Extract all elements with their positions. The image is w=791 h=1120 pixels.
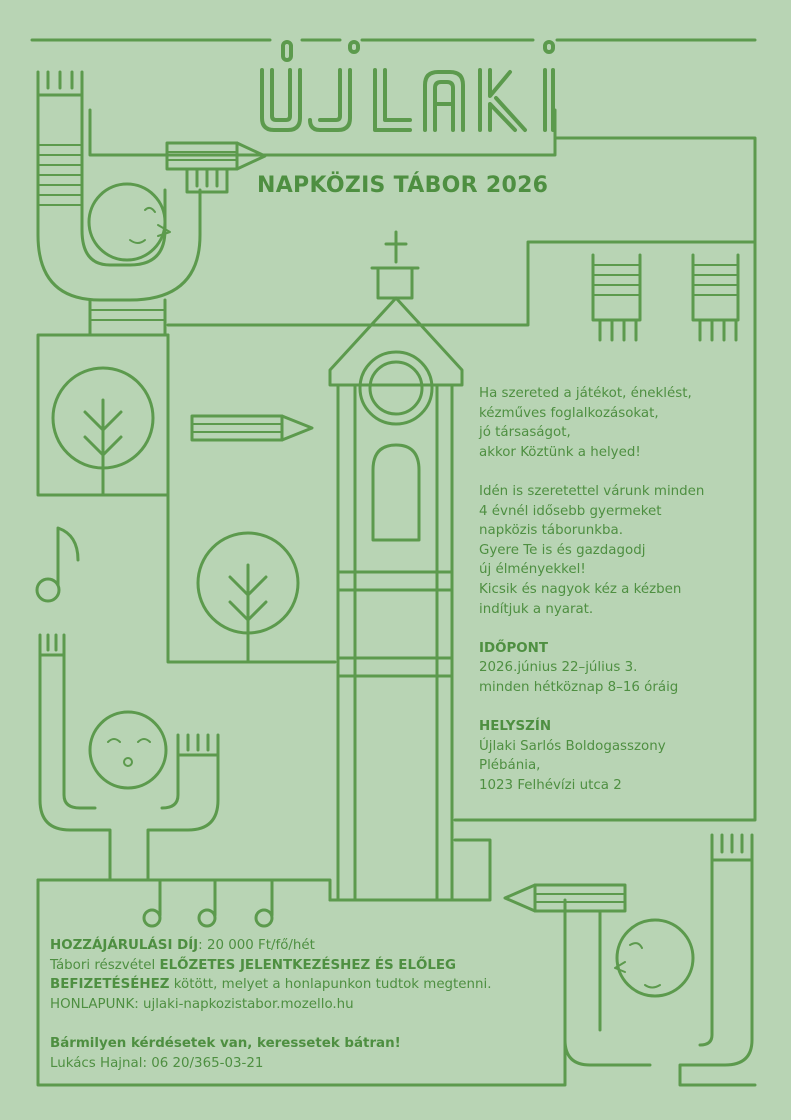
music-note-icon xyxy=(35,526,80,603)
fee-section: HOZZÁJÁRULÁSI DÍJ: 20 000 Ft/fő/hét Tábo… xyxy=(50,936,570,1014)
payment-text: kötött, melyet a honlapunkon tudtok megt… xyxy=(169,977,492,993)
intro-line: Ha szereted a játékot, éneklést, xyxy=(479,386,692,401)
registration-text: Tábori részvétel xyxy=(50,957,160,973)
child-figure-top-left xyxy=(36,70,229,337)
fee-line: HOZZÁJÁRULÁSI DÍJ: 20 000 Ft/fő/hét xyxy=(50,936,570,956)
pencil-icon xyxy=(165,141,267,171)
tree-icon-2 xyxy=(196,531,300,662)
welcome-line: Kicsik és nagyok kéz a kézben xyxy=(479,581,682,597)
child-figure-bottom-right xyxy=(503,833,757,1087)
logo-lettering xyxy=(260,40,555,132)
welcome-line: indítjuk a nyarat. xyxy=(479,601,594,617)
contact-person: Lukács Hajnal: 06 20/365-03-21 xyxy=(50,1055,264,1071)
fee-value: : 20 000 Ft/fő/hét xyxy=(198,938,315,953)
time-heading: IDŐPONT xyxy=(479,640,549,656)
welcome-line: 4 évnél idősebb gyermeket xyxy=(479,503,662,519)
time-line: minden hétköznap 8–16 óráig xyxy=(479,679,679,695)
place-line: Plébánia, xyxy=(479,758,541,774)
hanging-figures xyxy=(591,253,740,342)
registration-line: Tábori részvétel ELŐZETES JELENTKEZÉSHEZ… xyxy=(50,956,570,976)
intro-line: kézműves foglalkozásokat, xyxy=(479,405,659,421)
welcome-paragraph: Idén is szeretettel várunk minden 4 évné… xyxy=(479,482,754,619)
welcome-line: napközis táborunkba. xyxy=(479,523,623,539)
music-notes-row xyxy=(142,878,274,928)
time-section: IDŐPONT 2026.június 22–július 3. minden … xyxy=(479,639,754,698)
event-subtitle: NAPKÖZIS TÁBOR 2026 xyxy=(257,173,549,198)
tree-icon xyxy=(51,366,155,497)
website-line: HONLAPUNK: ujlaki-napkozistabor.mozello.… xyxy=(50,996,354,1012)
pencil-icon-middle xyxy=(190,414,314,442)
registration-bold: ELŐZETES JELENTKEZÉSHEZ ÉS ELŐLEG xyxy=(159,957,457,973)
place-line: Újlaki Sarlós Boldogasszony xyxy=(479,738,666,754)
welcome-line: Idén is szeretettel várunk minden xyxy=(479,483,705,499)
payment-line: BEFIZETÉSÉHEZ kötött, melyet a honlapunk… xyxy=(50,975,570,995)
place-line: 1023 Felhévízi utca 2 xyxy=(479,777,622,793)
contact-prompt: Bármilyen kérdésetek van, keressetek bát… xyxy=(50,1035,401,1051)
time-line: 2026.június 22–július 3. xyxy=(479,660,638,676)
cross-icon xyxy=(384,230,408,264)
place-heading: HELYSZÍN xyxy=(479,719,552,735)
intro-paragraph: Ha szereted a játékot, éneklést, kézműve… xyxy=(479,384,754,462)
footer-block: HOZZÁJÁRULÁSI DÍJ: 20 000 Ft/fő/hét Tábo… xyxy=(50,936,570,1093)
intro-line: jó társaságot, xyxy=(479,425,571,441)
info-block: Ha szereted a játékot, éneklést, kézműve… xyxy=(479,384,754,815)
place-section: HELYSZÍN Újlaki Sarlós Boldogasszony Plé… xyxy=(479,717,754,795)
payment-bold: BEFIZETÉSÉHEZ xyxy=(50,977,170,993)
contact-section: Bármilyen kérdésetek van, keressetek bát… xyxy=(50,1034,570,1073)
child-figure-bottom-left xyxy=(38,633,220,882)
church-tower xyxy=(328,230,464,902)
welcome-line: Gyere Te is és gazdagodj xyxy=(479,542,646,558)
intro-line: akkor Köztünk a helyed! xyxy=(479,444,641,460)
fee-label: HOZZÁJÁRULÁSI DÍJ xyxy=(50,938,199,953)
welcome-line: új élményekkel! xyxy=(479,562,586,578)
